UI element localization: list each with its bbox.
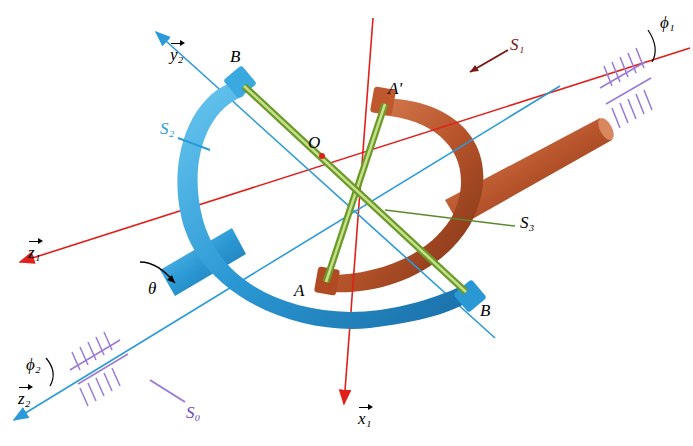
part-label: S₃	[520, 214, 534, 233]
part-label: S₂	[160, 120, 174, 139]
axis-label: z₁	[28, 240, 41, 263]
point-label: A'	[388, 80, 402, 99]
part-label: S₁	[510, 36, 524, 55]
axis-label: z₂	[18, 386, 31, 409]
part-label: S₀	[186, 404, 200, 423]
point-label: O	[308, 134, 320, 153]
point-label: B	[230, 48, 240, 67]
axis-label: x₁	[358, 406, 371, 429]
axis-label: y₂	[170, 42, 183, 65]
angle-label: ϕ₁	[660, 14, 675, 33]
angle-label: ϕ₂	[26, 356, 41, 375]
angle-label: θ	[148, 280, 156, 299]
point-label: A	[294, 282, 304, 301]
point-label: B	[480, 302, 490, 321]
